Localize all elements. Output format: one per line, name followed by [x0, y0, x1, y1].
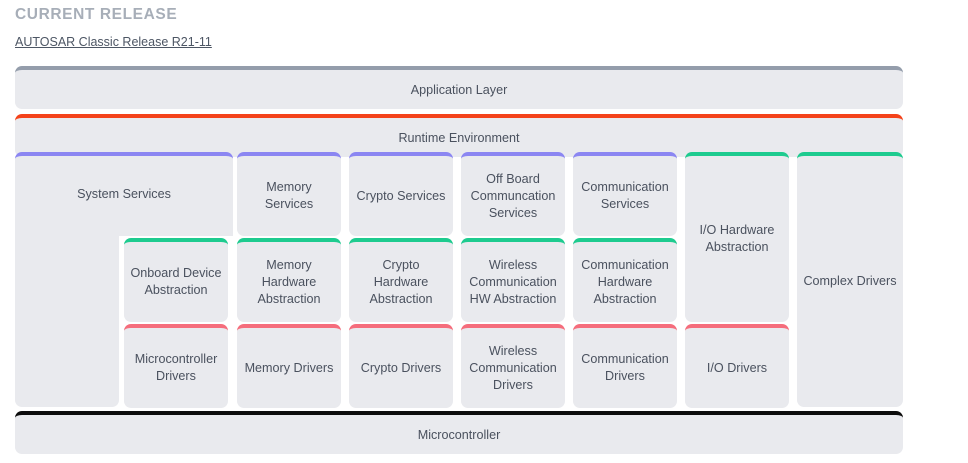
page-title: CURRENT RELEASE: [15, 6, 178, 23]
microcontroller-box[interactable]: Microcontroller: [15, 411, 903, 454]
onboard-device-abstraction-box[interactable]: Onboard Device Abstraction: [124, 238, 228, 322]
wireless-communication-hw-abstraction-box[interactable]: Wireless Communication HW Abstraction: [461, 238, 565, 322]
system-services-label[interactable]: System Services: [77, 187, 171, 201]
system-services-head: [15, 152, 233, 236]
communication-services-box[interactable]: Communication Services: [573, 152, 677, 236]
wireless-communication-drivers-box[interactable]: Wireless Communication Drivers: [461, 324, 565, 408]
memory-hardware-abstraction-box[interactable]: Memory Hardware Abstraction: [237, 238, 341, 322]
off-board-communication-services-box[interactable]: Off Board Communcation Services: [461, 152, 565, 236]
memory-drivers-box[interactable]: Memory Drivers: [237, 324, 341, 408]
communication-hardware-abstraction-box[interactable]: Communication Hardware Abstraction: [573, 238, 677, 322]
autosar-architecture-diagram: Application Layer Runtime Environment Sy…: [15, 66, 903, 454]
crypto-hardware-abstraction-box[interactable]: Crypto Hardware Abstraction: [349, 238, 453, 322]
io-hardware-abstraction-box[interactable]: I/O Hardware Abstraction: [685, 152, 789, 322]
application-layer-box[interactable]: Application Layer: [15, 66, 903, 109]
complex-drivers-box[interactable]: Complex Drivers: [797, 152, 903, 407]
runtime-environment-box[interactable]: Runtime Environment: [15, 114, 903, 157]
io-drivers-box[interactable]: I/O Drivers: [685, 324, 789, 408]
communication-drivers-box[interactable]: Communication Drivers: [573, 324, 677, 408]
system-services-tail: [15, 234, 119, 407]
crypto-services-box[interactable]: Crypto Services: [349, 152, 453, 236]
header: CURRENT RELEASE AUTOSAR Classic Release …: [15, 6, 915, 51]
crypto-drivers-box[interactable]: Crypto Drivers: [349, 324, 453, 408]
microcontroller-drivers-box[interactable]: Microcontroller Drivers: [124, 324, 228, 408]
system-services-group: System Services: [15, 152, 233, 407]
memory-services-box[interactable]: Memory Services: [237, 152, 341, 236]
current-release-link[interactable]: AUTOSAR Classic Release R21-11: [15, 35, 212, 49]
